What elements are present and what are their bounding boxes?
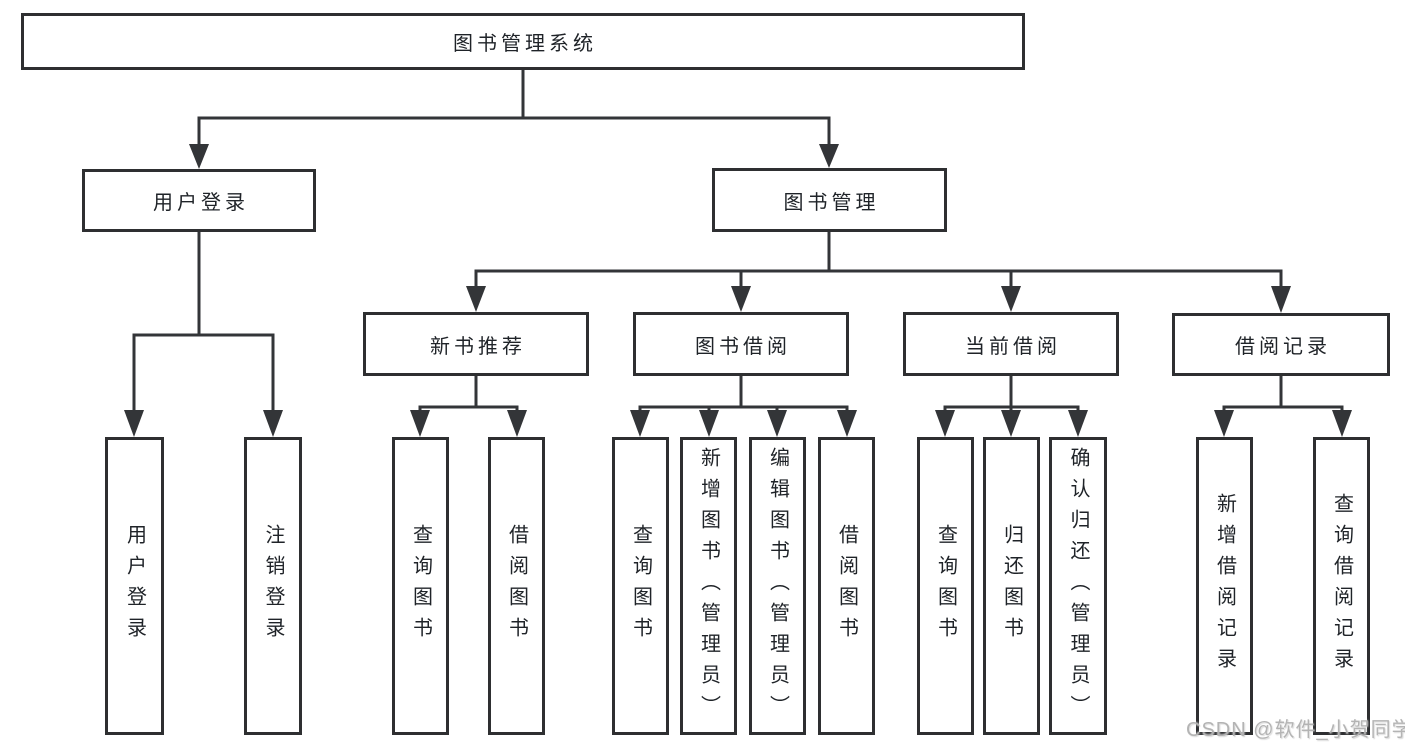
leaf-borrow-add-books-admin: 新增图书（管理员） [680,437,737,735]
node-current-borrow: 当前借阅 [903,312,1119,376]
node-new-book-recommend: 新书推荐 [363,312,589,376]
node-user-login: 用户登录 [82,169,316,232]
node-book-borrow: 图书借阅 [633,312,849,376]
connector-root-to-level2 [189,68,839,169]
leaf-newbooks-borrow-books: 借阅图书 [488,437,545,735]
leaf-borrow-query-books: 查询图书 [612,437,669,735]
connector-bookborrow-to-leaves [630,374,857,437]
connector-bookmgmt-to-level3 [466,230,1291,313]
connector-login-to-leaves [124,230,283,437]
leaf-records-add-record: 新增借阅记录 [1196,437,1253,735]
connector-records-to-leaves [1214,374,1352,437]
leaf-current-return-books: 归还图书 [983,437,1040,735]
leaf-logout: 注销登录 [244,437,302,735]
node-book-management: 图书管理 [712,168,947,232]
node-borrow-records: 借阅记录 [1172,313,1390,376]
leaf-user-login: 用户登录 [105,437,164,735]
connector-newbooks-to-leaves [410,374,527,437]
leaf-current-query-books: 查询图书 [917,437,974,735]
leaf-records-query-record: 查询借阅记录 [1313,437,1370,735]
leaf-current-confirm-return-admin: 确认归还（管理员） [1049,437,1107,735]
leaf-borrow-borrow-books: 借阅图书 [818,437,875,735]
leaf-newbooks-query-books: 查询图书 [392,437,449,735]
node-root-library-system: 图书管理系统 [21,13,1025,70]
leaf-borrow-edit-books-admin: 编辑图书（管理员） [749,437,806,735]
csdn-watermark: CSDN @软件_小贺同学 [1186,719,1405,741]
connector-currentborrow-to-leaves [935,374,1088,437]
